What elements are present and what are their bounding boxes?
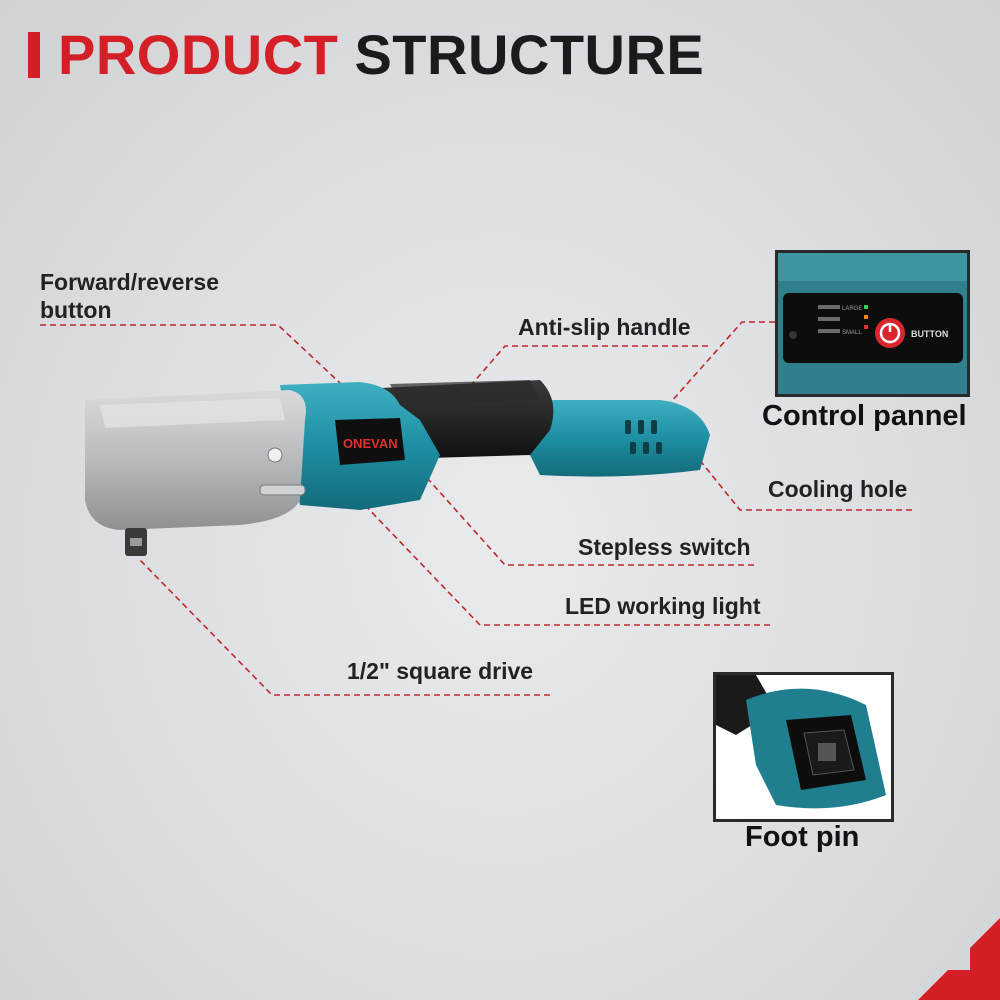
impact-wrench-illustration: ONEVAN	[85, 380, 710, 556]
callout-square-drive: 1/2" square drive	[347, 658, 534, 684]
callout-led-light: LED working light	[565, 593, 761, 619]
page-title: PRODUCT STRUCTURE	[58, 22, 704, 88]
leader-anti-slip	[459, 345, 708, 399]
foot-pin-inset	[713, 672, 894, 822]
leader-cooling-hole	[689, 447, 912, 511]
brand-logo: ONEVAN	[343, 436, 398, 451]
title-accent-word: PRODUCT	[58, 23, 339, 86]
panel-button-label: BUTTON	[911, 329, 948, 339]
speed-low-label: SMALL	[842, 330, 862, 336]
leader-stepless-switch	[419, 469, 754, 566]
leader-control-panel	[654, 321, 775, 421]
callout-stepless-switch: Stepless switch	[578, 534, 751, 560]
leader-square-drive	[139, 559, 550, 696]
callout-cooling-hole: Cooling hole	[768, 476, 908, 502]
callout-forward-reverse: Forward/reverse button	[40, 269, 219, 323]
title-accent-bar	[28, 32, 40, 78]
callout-foot-pin: Foot pin	[745, 821, 860, 853]
callout-control-panel: Control pannel	[762, 400, 967, 432]
title-main-word: STRUCTURE	[354, 23, 705, 86]
callout-anti-slip-handle: Anti-slip handle	[518, 314, 691, 340]
corner-accent	[918, 918, 1000, 1000]
control-panel-inset: LARGE SMALL BUTTON	[775, 250, 970, 397]
speed-high-label: LARGE	[842, 306, 862, 312]
leader-led-light	[359, 499, 770, 626]
